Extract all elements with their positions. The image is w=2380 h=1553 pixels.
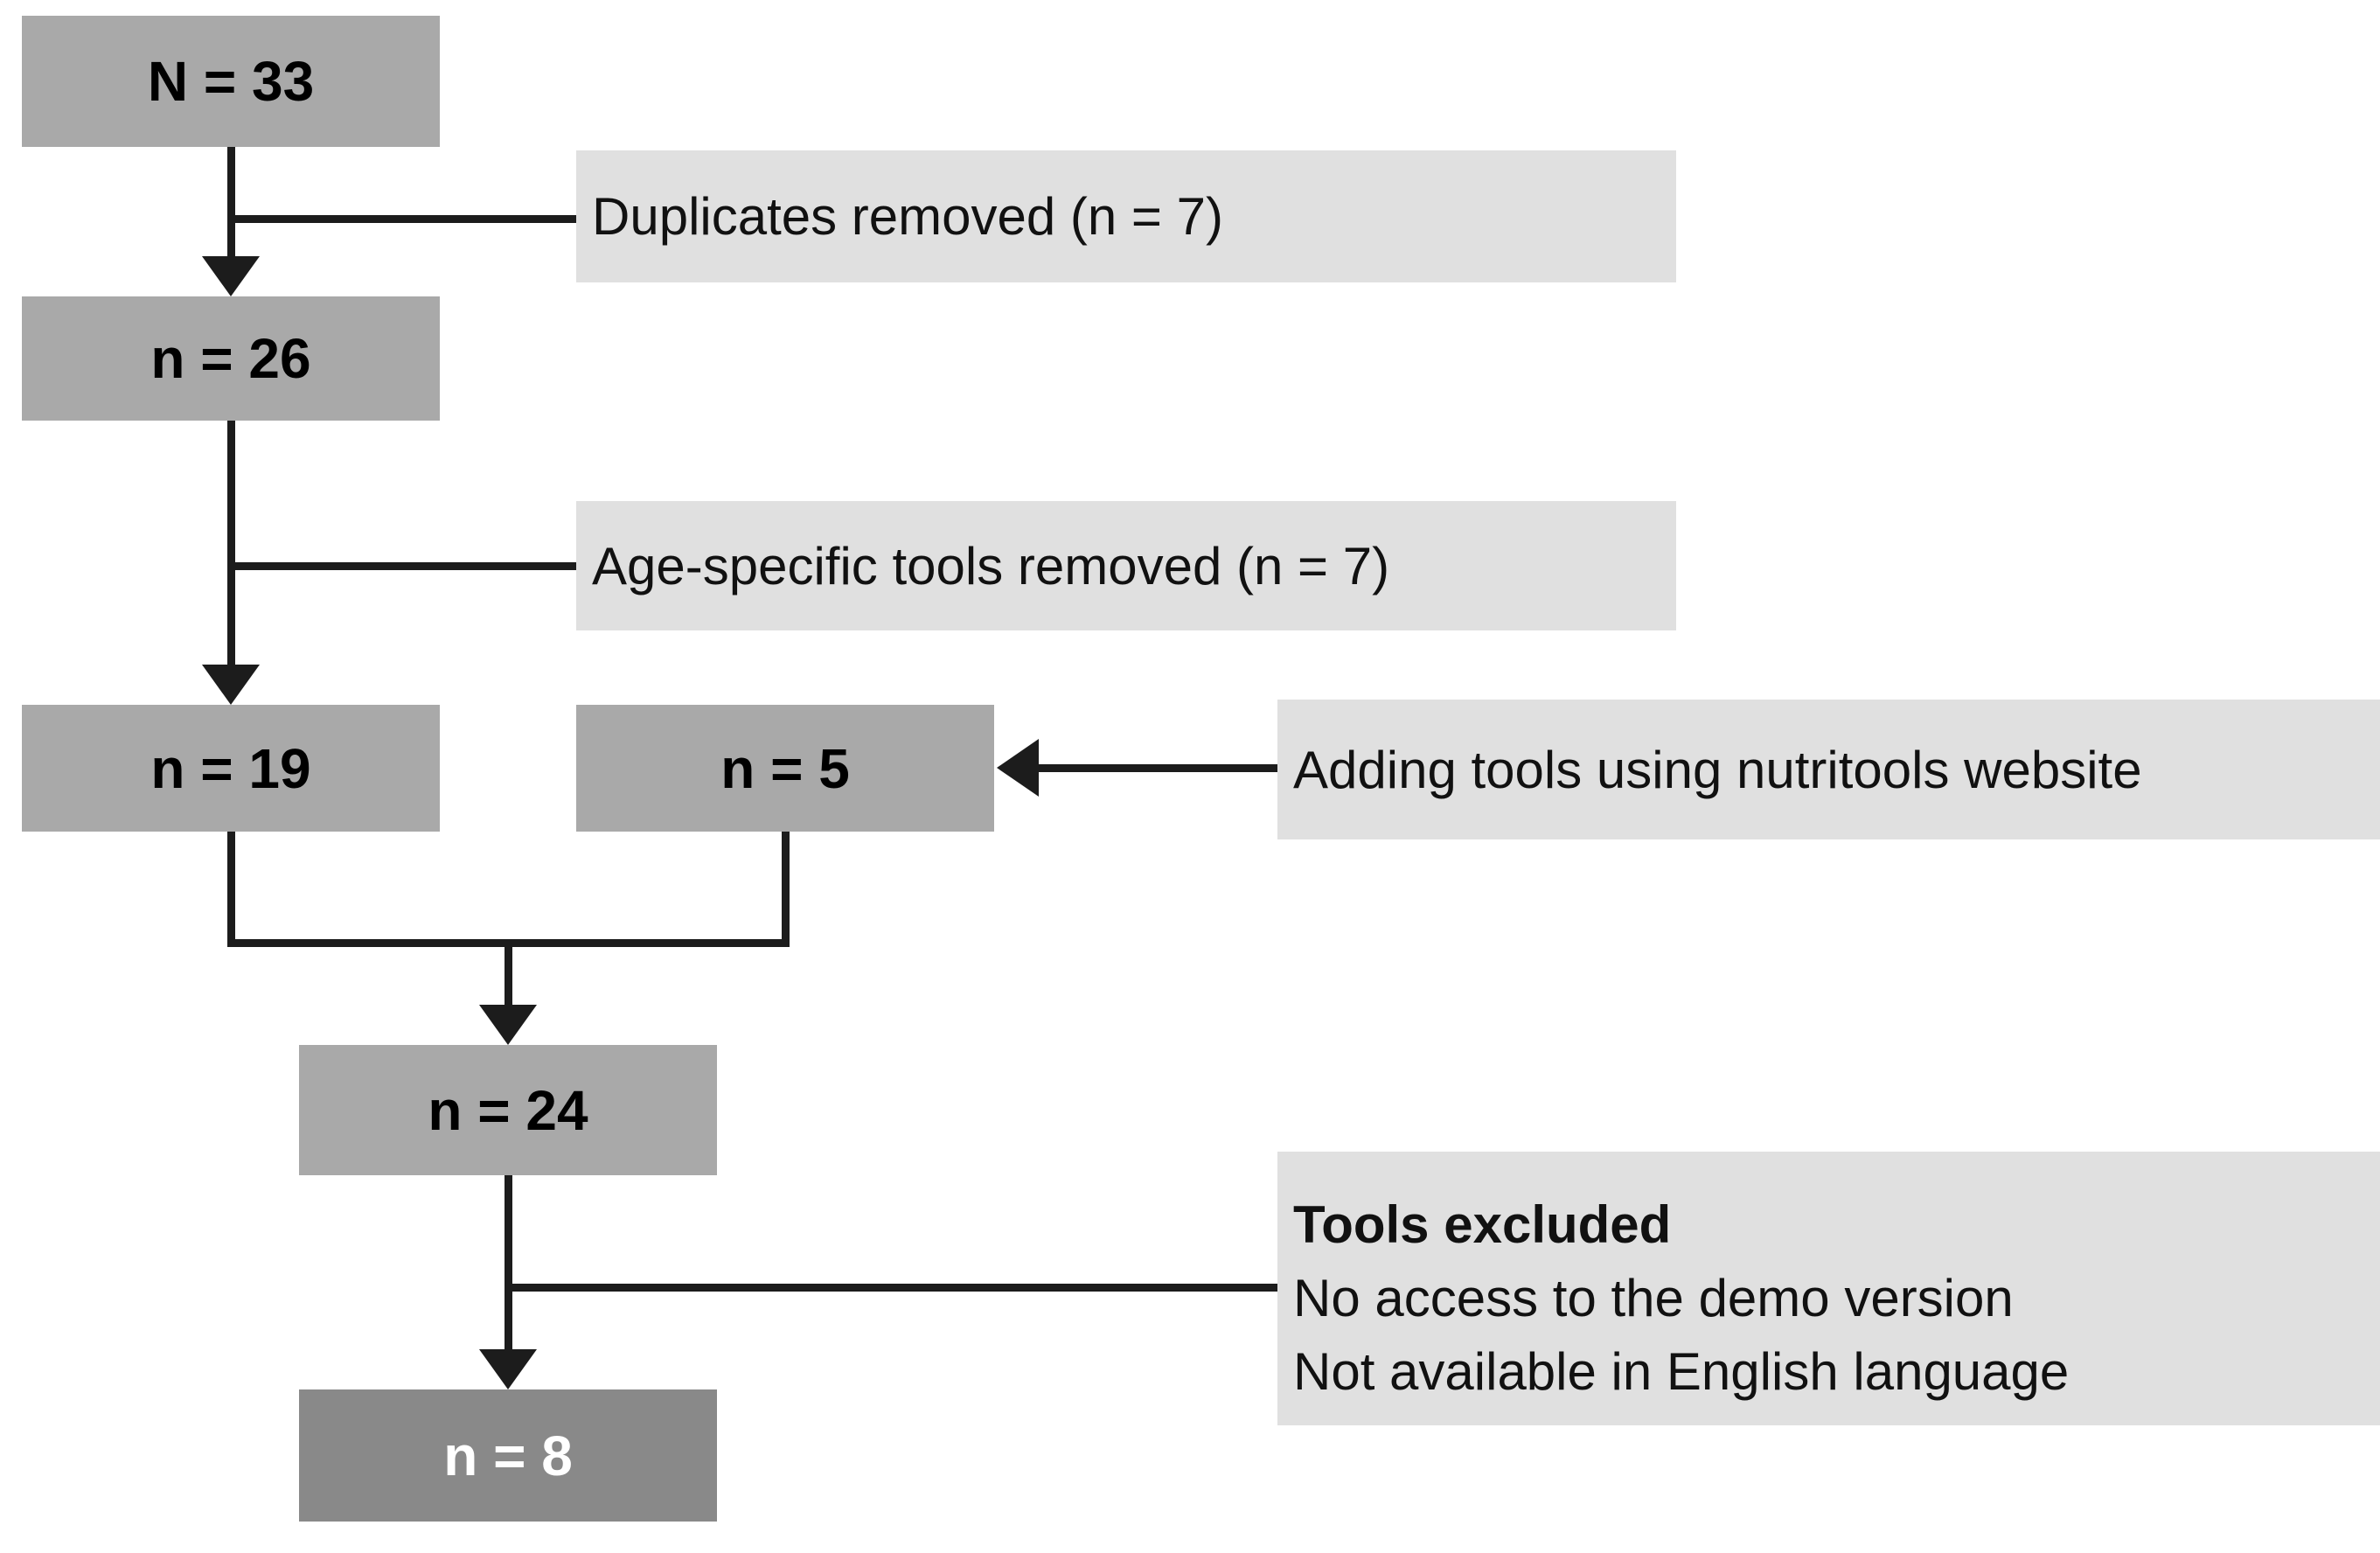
node-label: n = 19: [150, 736, 311, 800]
connector-merge-to-n24: [505, 939, 512, 1011]
node-added-tools: n = 5: [576, 705, 994, 832]
connector-n19-down: [227, 832, 235, 947]
node-label: n = 5: [720, 736, 850, 800]
connector-adding-to-n5: [1032, 764, 1277, 772]
note-label: Age-specific tools removed (n = 7): [592, 536, 1390, 595]
node-merged-count: n = 24: [299, 1045, 717, 1175]
note-label: Adding tools using nutritools website: [1293, 740, 2142, 799]
arrowhead-left-icon: [997, 739, 1039, 797]
arrowhead-down-icon: [202, 665, 260, 705]
excluded-title: Tools excluded: [1293, 1195, 1672, 1254]
node-label: n = 24: [428, 1078, 588, 1142]
node-label: N = 33: [147, 50, 315, 113]
excluded-reason-1: No access to the demo version: [1293, 1269, 2014, 1327]
node-total-count: N = 33: [22, 16, 440, 147]
arrowhead-down-icon: [202, 256, 260, 296]
connector-n26-to-n19: [227, 421, 235, 669]
node-label: n = 8: [443, 1424, 573, 1487]
note-label: Duplicates removed (n = 7): [592, 187, 1223, 246]
node-after-duplicates: n = 26: [22, 296, 440, 421]
arrowhead-down-icon: [479, 1005, 537, 1045]
note-duplicates-removed: Duplicates removed (n = 7): [576, 150, 1676, 282]
connector-branch-age-specific: [227, 562, 576, 570]
connector-n5-down: [782, 832, 790, 947]
excluded-reason-2: Not available in English language: [1293, 1342, 2070, 1401]
node-final-count: n = 8: [299, 1389, 717, 1522]
node-label: n = 26: [150, 327, 311, 390]
note-tools-excluded: Tools excluded No access to the demo ver…: [1277, 1152, 2380, 1425]
connector-n33-to-n26: [227, 147, 235, 265]
arrowhead-down-icon: [479, 1349, 537, 1389]
note-age-specific-removed: Age-specific tools removed (n = 7): [576, 501, 1676, 630]
node-after-age-filter: n = 19: [22, 705, 440, 832]
connector-branch-duplicates: [227, 215, 576, 223]
note-adding-tools: Adding tools using nutritools website: [1277, 700, 2380, 839]
connector-branch-excluded: [505, 1284, 1277, 1292]
connector-n24-to-n8: [505, 1175, 512, 1355]
